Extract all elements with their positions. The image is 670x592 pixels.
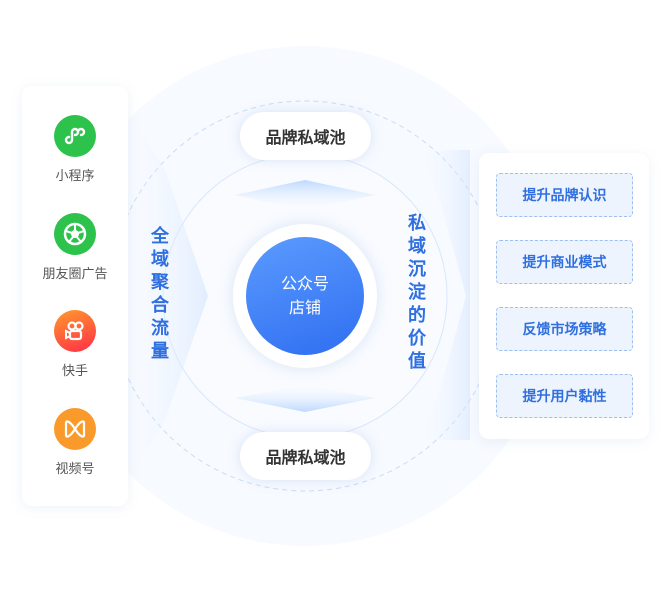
channel-panel: 小程序 朋友圈广告 快手 视频号: [22, 86, 128, 506]
kuaishou-icon: [54, 310, 96, 352]
channel-video-account[interactable]: 视频号: [22, 408, 128, 477]
core-line-1: 公众号: [280, 274, 329, 293]
channel-kuaishou[interactable]: 快手: [22, 310, 128, 379]
value-item: 提升品牌认识: [496, 173, 633, 217]
channel-label: 视频号: [55, 462, 95, 477]
value-panel: 提升品牌认识 提升商业模式 反馈市场策略 提升用户黏性: [479, 153, 649, 439]
channel-label: 小程序: [55, 169, 95, 184]
channel-label: 朋友圈广告: [42, 267, 108, 282]
moments-icon: [54, 213, 96, 255]
channels-icon: [54, 408, 96, 450]
core-circle: 公众号 店铺: [246, 237, 364, 355]
value-item: 反馈市场策略: [496, 307, 633, 351]
value-item: 提升用户黏性: [496, 374, 633, 418]
channel-mini-program[interactable]: 小程序: [22, 115, 128, 184]
channel-moments-ads[interactable]: 朋友圈广告: [22, 213, 128, 282]
pool-top: 品牌私域池: [240, 112, 371, 160]
mini-program-icon: [54, 115, 96, 157]
core-line-2: 店铺: [288, 298, 321, 317]
channel-label: 快手: [61, 364, 88, 379]
left-caption: 全域聚合流量: [148, 226, 169, 364]
value-item: 提升商业模式: [496, 240, 633, 284]
pool-bottom: 品牌私域池: [240, 432, 371, 480]
right-caption: 私域沉淀的价值: [405, 213, 426, 374]
